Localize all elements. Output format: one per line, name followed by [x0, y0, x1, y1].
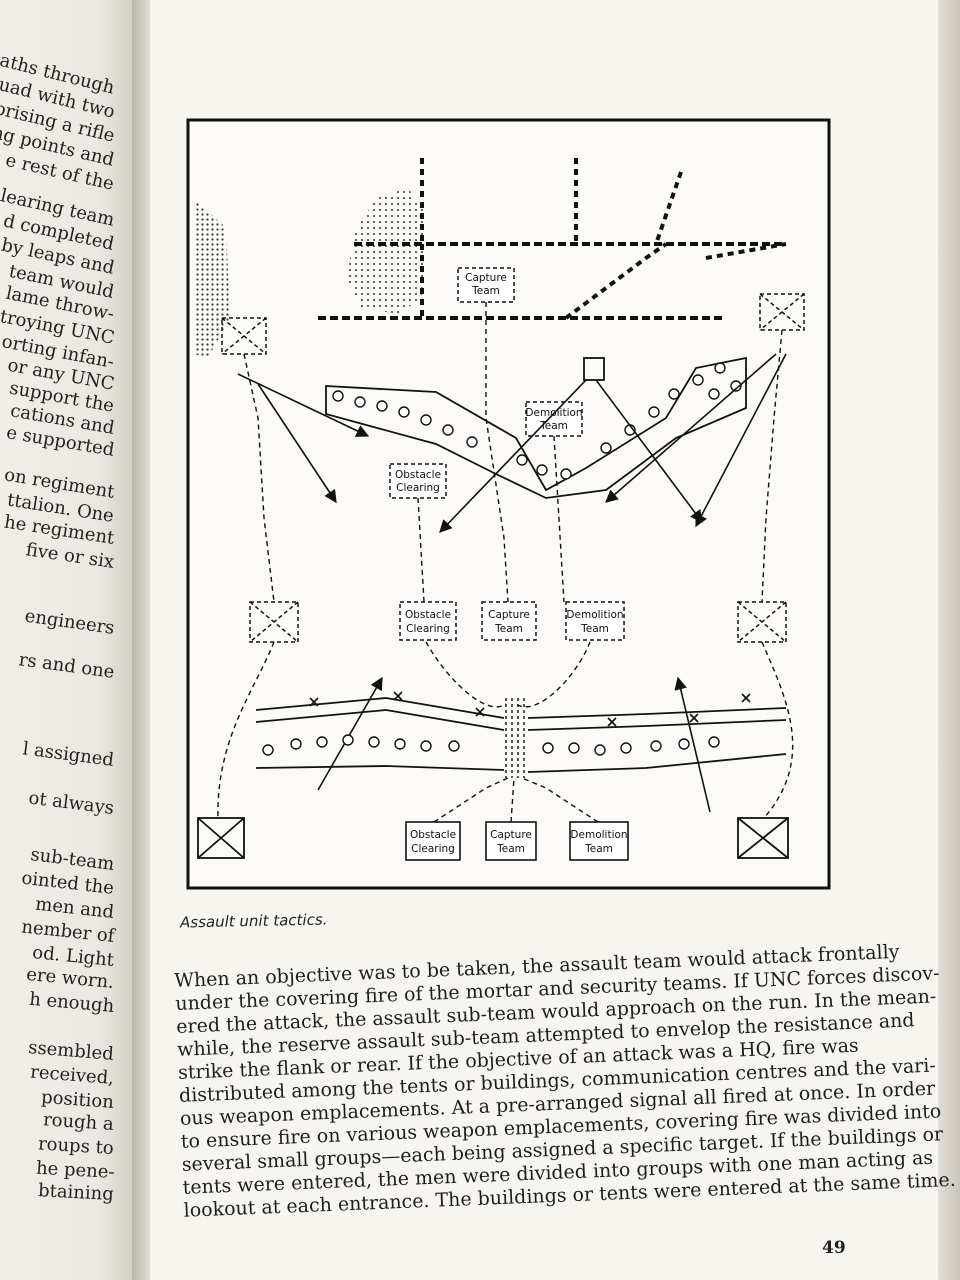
- body-paragraph: When an objective was to be taken, the a…: [174, 941, 956, 1223]
- left-page-line: rough a: [42, 1109, 115, 1135]
- start-positions: [197, 817, 789, 859]
- left-page-line: roups to: [37, 1133, 115, 1159]
- bottom-capture-label-1: Capture: [490, 829, 532, 841]
- lower-obstacle-belt: [255, 697, 787, 773]
- row-capture-label-2: Team: [494, 623, 523, 635]
- left-page-line: ere worn.: [25, 963, 116, 993]
- row-obstacle-label-1: Obstacle: [405, 609, 451, 621]
- left-page-line: rs and one: [17, 649, 116, 683]
- left-page-line: he pene-: [35, 1157, 115, 1183]
- left-page-line: engineers: [23, 605, 116, 639]
- left-page-line: ssembled: [27, 1037, 115, 1065]
- bottom-team-row: Obstacle Clearing Capture Team Demolitio…: [405, 821, 629, 861]
- bottom-obstacle-label-2: Clearing: [411, 843, 455, 855]
- page-edge: [938, 0, 960, 1280]
- page-number: 49: [822, 1238, 846, 1258]
- upper-obstacle-belt: [325, 356, 747, 499]
- capture-team-top-label-1: Capture: [465, 272, 507, 284]
- assault-tactics-figure: Capture Team Demolition Team Obstacle Cl…: [186, 118, 831, 890]
- trench-system: [318, 158, 787, 320]
- obstacle-clearing-mid-label-2: Clearing: [396, 482, 440, 494]
- row-demolition-label-1: Demolition: [566, 609, 623, 621]
- wire-crosses: [309, 691, 751, 727]
- obstacle-clearing-mid-label-1: Obstacle: [395, 469, 441, 481]
- row-demolition-label-2: Team: [580, 623, 609, 635]
- left-page-line: received,: [29, 1061, 115, 1089]
- attack-arrows: [237, 353, 787, 813]
- bottom-routes: [433, 777, 599, 823]
- left-page-line: h enough: [28, 988, 115, 1017]
- bottom-capture-label-2: Team: [496, 843, 525, 855]
- approach-routes: [217, 302, 794, 819]
- capture-team-top-label-2: Team: [471, 285, 500, 297]
- terrain-stipple: [346, 188, 426, 314]
- figure-frame: [186, 118, 831, 890]
- gap-lanes: [505, 698, 525, 778]
- terrain-stipple-left: [194, 198, 230, 358]
- row-capture-label-1: Capture: [488, 609, 530, 621]
- left-page-line: btaining: [37, 1180, 115, 1205]
- bottom-demolition-label-1: Demolition: [570, 829, 627, 841]
- left-page-line: position: [40, 1086, 115, 1113]
- book-gutter: [132, 0, 154, 1280]
- left-page-line: ot always: [27, 787, 116, 819]
- row-obstacle-label-2: Clearing: [406, 623, 450, 635]
- figure-caption: Assault unit tactics.: [179, 910, 328, 932]
- left-page-line: l assigned: [21, 738, 116, 771]
- demolition-team-mid-label-2: Team: [539, 420, 568, 432]
- lower-belt-circles: [262, 734, 720, 756]
- left-page-line: ointed the: [20, 867, 116, 899]
- upper-belt-circles: [332, 362, 742, 480]
- middle-team-row: Obstacle Clearing Capture Team Demolitio…: [399, 601, 625, 641]
- bottom-demolition-label-2: Team: [584, 843, 613, 855]
- bottom-obstacle-label-1: Obstacle: [410, 829, 456, 841]
